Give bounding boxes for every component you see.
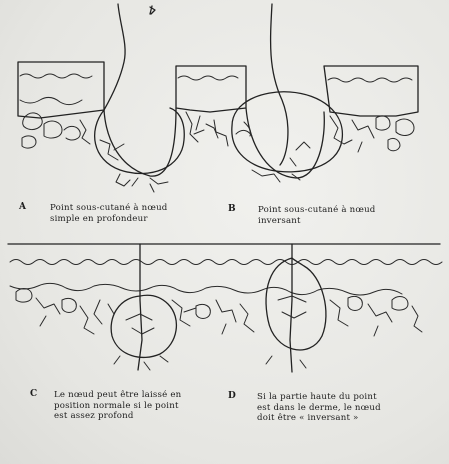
caption-a-line-2: simple en profondeur — [50, 213, 148, 224]
caption-d: Si la partie haute du point est dans le … — [257, 392, 381, 424]
suture-loop-a — [94, 107, 185, 175]
incision-c — [137, 243, 143, 371]
figure-bottom-skin — [7, 243, 443, 373]
caption-b: Point sous-cutané à nœud inversant — [258, 205, 376, 226]
dermis-wave-right — [327, 77, 413, 83]
incision-d — [289, 243, 293, 373]
caption-letter-c: C — [30, 389, 38, 399]
fat-lobules-bottom — [15, 288, 423, 371]
caption-b-line-2: inversant — [258, 215, 301, 226]
caption-c-line-2: position normale si le point — [54, 400, 179, 411]
knot-c — [125, 313, 155, 335]
caption-c-line-3: est assez profond — [54, 411, 134, 421]
caption-d-line-3: doit être « inversant » — [257, 413, 359, 423]
dermis-wave-middle — [177, 75, 239, 81]
skin-block-right — [323, 65, 419, 117]
dermis-base-bottom — [9, 282, 403, 296]
fat-lobules-top — [21, 111, 415, 193]
caption-letter-a: A — [19, 202, 26, 212]
caption-b-line-1: Point sous-cutané à nœud — [258, 205, 376, 215]
suture-loop-c — [110, 294, 178, 358]
knot-mark — [149, 5, 156, 15]
figure-top-wound — [17, 3, 419, 193]
caption-c: Le nœud peut être laissé en position nor… — [54, 390, 181, 422]
knot-d — [277, 295, 307, 319]
wound-bed-b — [245, 107, 325, 179]
dermis-wave-left — [19, 73, 93, 79]
caption-c-line-1: Le nœud peut être laissé en — [54, 390, 182, 400]
skin-block-left — [17, 61, 105, 119]
caption-letter-d: D — [228, 391, 236, 401]
skin-block-middle — [175, 65, 247, 113]
caption-letter-b: B — [228, 204, 236, 214]
suture-thread-a — [103, 3, 126, 111]
suture-thread-b — [269, 3, 289, 166]
caption-a: Point sous-cutané à nœud simple en profo… — [50, 203, 168, 224]
dermis-wave-bottom — [9, 259, 443, 265]
knot-b — [235, 121, 253, 137]
wound-bed-a — [103, 107, 177, 177]
caption-d-line-1: Si la partie haute du point — [257, 392, 377, 402]
caption-a-line-1: Point sous-cutané à nœud — [50, 203, 168, 213]
suture-loop-d — [265, 257, 327, 351]
suture-loop-b — [231, 91, 343, 173]
dermis-line-left — [19, 96, 83, 106]
caption-d-line-2: est dans le derme, le nœud — [257, 402, 381, 413]
